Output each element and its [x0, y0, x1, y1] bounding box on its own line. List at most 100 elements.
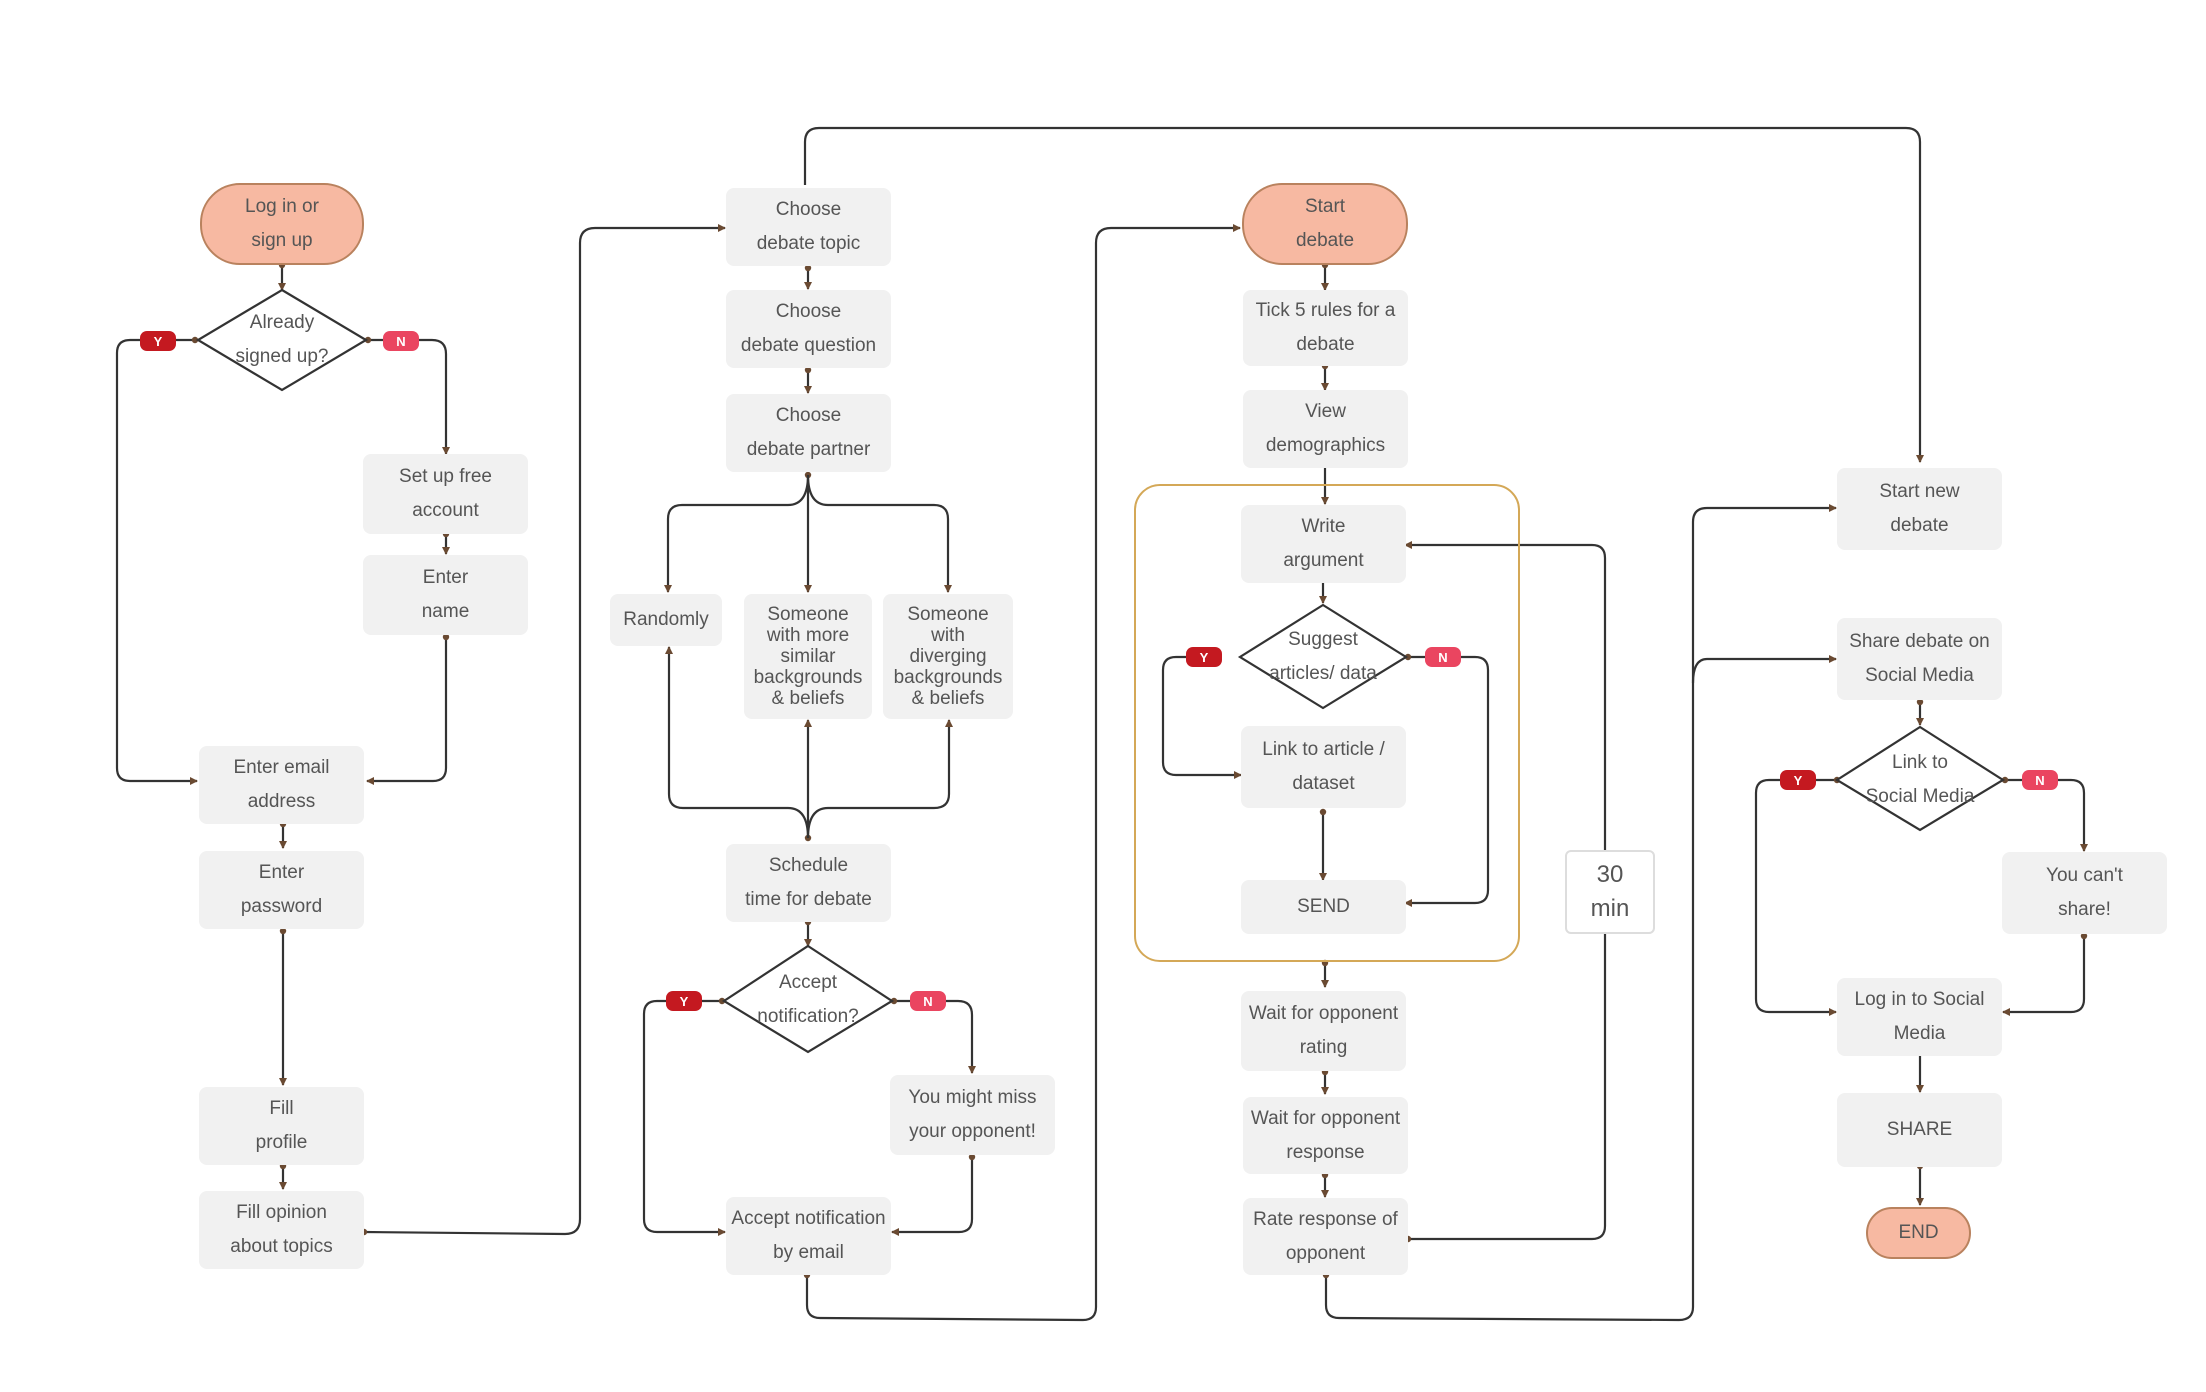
- link-line-2: dataset: [1292, 773, 1355, 794]
- already-line-2: signed up?: [235, 346, 329, 367]
- loginsm-line-1: Log in to Social: [1854, 989, 1985, 1010]
- schedule-line-2: time for debate: [745, 889, 872, 910]
- no-badge: N: [1425, 647, 1461, 667]
- waitresponse-line-1: Wait for opponent: [1250, 1107, 1401, 1129]
- partner-line-2: debate partner: [746, 439, 871, 460]
- email-line-2: address: [247, 791, 316, 812]
- similar-line-3: similar: [780, 646, 836, 667]
- edge-miss-acceptemail: [891, 1153, 976, 1236]
- entername-line-2: name: [421, 601, 470, 622]
- wait-response-step[interactable]: Wait for opponent response: [1243, 1097, 1408, 1174]
- entername-line-1: Enter: [422, 567, 469, 588]
- acceptq-line-1: Accept: [778, 972, 838, 993]
- edge-linksm-yes-loginsm: [1754, 776, 1841, 1016]
- decision-suggest-diamond: [1237, 603, 1409, 710]
- decision-acceptq-diamond: [721, 944, 895, 1054]
- timer-value: 30: [1596, 861, 1624, 888]
- end-label: END: [1898, 1222, 1939, 1243]
- accept-email-step[interactable]: Accept notification by email: [726, 1197, 891, 1275]
- opinion-line-2: about topics: [230, 1236, 333, 1257]
- demo-line-1: View: [1305, 401, 1346, 422]
- share-button[interactable]: SHARE: [1837, 1093, 2002, 1167]
- rate-line-1: Rate response of: [1253, 1208, 1398, 1230]
- yes-badge: Y: [1780, 770, 1816, 790]
- yes-badge: Y: [1186, 647, 1222, 667]
- edge-share-loop-startnew: [803, 126, 1924, 463]
- similar-line-5: & beliefs: [771, 688, 845, 709]
- diverging-line-2: with: [931, 625, 965, 646]
- edge-already-yes-email: [115, 336, 199, 785]
- edge-partner-diverging: [806, 474, 952, 593]
- timer-30-min: 30 min: [1565, 850, 1655, 934]
- edge-entername-email: [366, 633, 450, 785]
- randomly-option[interactable]: Randomly: [610, 594, 722, 646]
- sharesm-line-1: Share debate on: [1849, 631, 1990, 652]
- write-line-1: Write: [1301, 516, 1346, 537]
- edge-acceptq-yes-email: [642, 997, 726, 1236]
- waitresponse-line-2: response: [1286, 1141, 1365, 1163]
- loginsm-line-2: Media: [1893, 1023, 1946, 1044]
- yes-badge: Y: [140, 331, 176, 351]
- link-article-step[interactable]: Link to article /dataset: [1241, 726, 1406, 808]
- start-line-2: debate: [1295, 230, 1355, 251]
- edge-schedule-diverging: [806, 719, 953, 839]
- suggest-line-1: Suggest: [1288, 629, 1358, 650]
- edge-acceptq-no-miss: [890, 997, 976, 1074]
- rate-line-2: opponent: [1285, 1242, 1366, 1264]
- fillprofile-line-2: profile: [255, 1132, 308, 1153]
- edge-acceptemail-start: [803, 224, 1241, 1322]
- tick-rules-step[interactable]: Tick 5 rules for a debate: [1243, 290, 1408, 366]
- yes-badge: Y: [666, 991, 702, 1011]
- question-line-1: Choose: [775, 301, 842, 322]
- no-badge: N: [2022, 770, 2058, 790]
- startnew-line-2: debate: [1890, 515, 1949, 536]
- linksm-line-1: Link to: [1892, 752, 1948, 773]
- email-line-1: Enter email: [233, 757, 330, 778]
- acceptemail-line-1: Accept notification: [731, 1208, 886, 1229]
- send-button[interactable]: SEND: [1241, 880, 1406, 934]
- rate-response-step[interactable]: Rate response of opponent: [1243, 1198, 1408, 1275]
- acceptemail-line-2: by email: [773, 1242, 844, 1263]
- edge-opinion-topic: [360, 224, 726, 1236]
- no-badge: N: [910, 991, 946, 1011]
- enter-email-step[interactable]: Enter email address: [199, 746, 364, 824]
- end-terminal: END: [1866, 1207, 1971, 1259]
- tick-line-1: Tick 5 rules for a: [1255, 300, 1396, 321]
- share-label: SHARE: [1886, 1119, 1953, 1140]
- edge-partner-randomly: [664, 471, 812, 593]
- diverging-line-5: & beliefs: [911, 688, 985, 709]
- setup-line-2: account: [412, 500, 479, 521]
- send-label: SEND: [1297, 896, 1350, 917]
- enter-name-step[interactable]: Enter name: [363, 555, 528, 635]
- decision-already-diamond: [195, 288, 369, 392]
- diverging-line-1: Someone: [907, 604, 989, 625]
- topic-line-2: debate topic: [756, 233, 861, 254]
- decision-linksm-diamond: [1834, 725, 2006, 832]
- tick-line-2: debate: [1296, 334, 1355, 355]
- timer-unit: min: [1590, 895, 1630, 922]
